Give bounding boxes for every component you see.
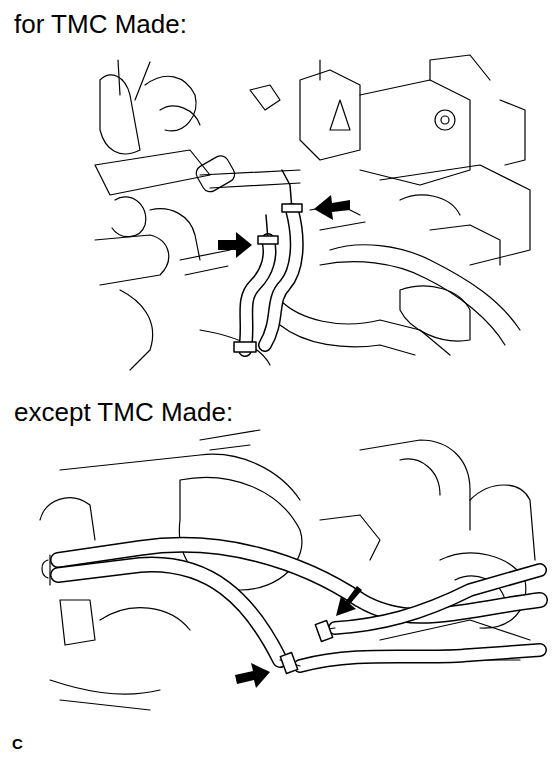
figure-code: C [12,736,23,753]
pipes-bottom [42,545,540,674]
engine-area-top [95,55,530,370]
arrow [218,195,350,258]
section-heading: for TMC Made: [14,10,187,39]
section-heading: except TMC Made: [14,398,233,427]
arrow [235,586,362,688]
hoses-top [234,170,302,352]
